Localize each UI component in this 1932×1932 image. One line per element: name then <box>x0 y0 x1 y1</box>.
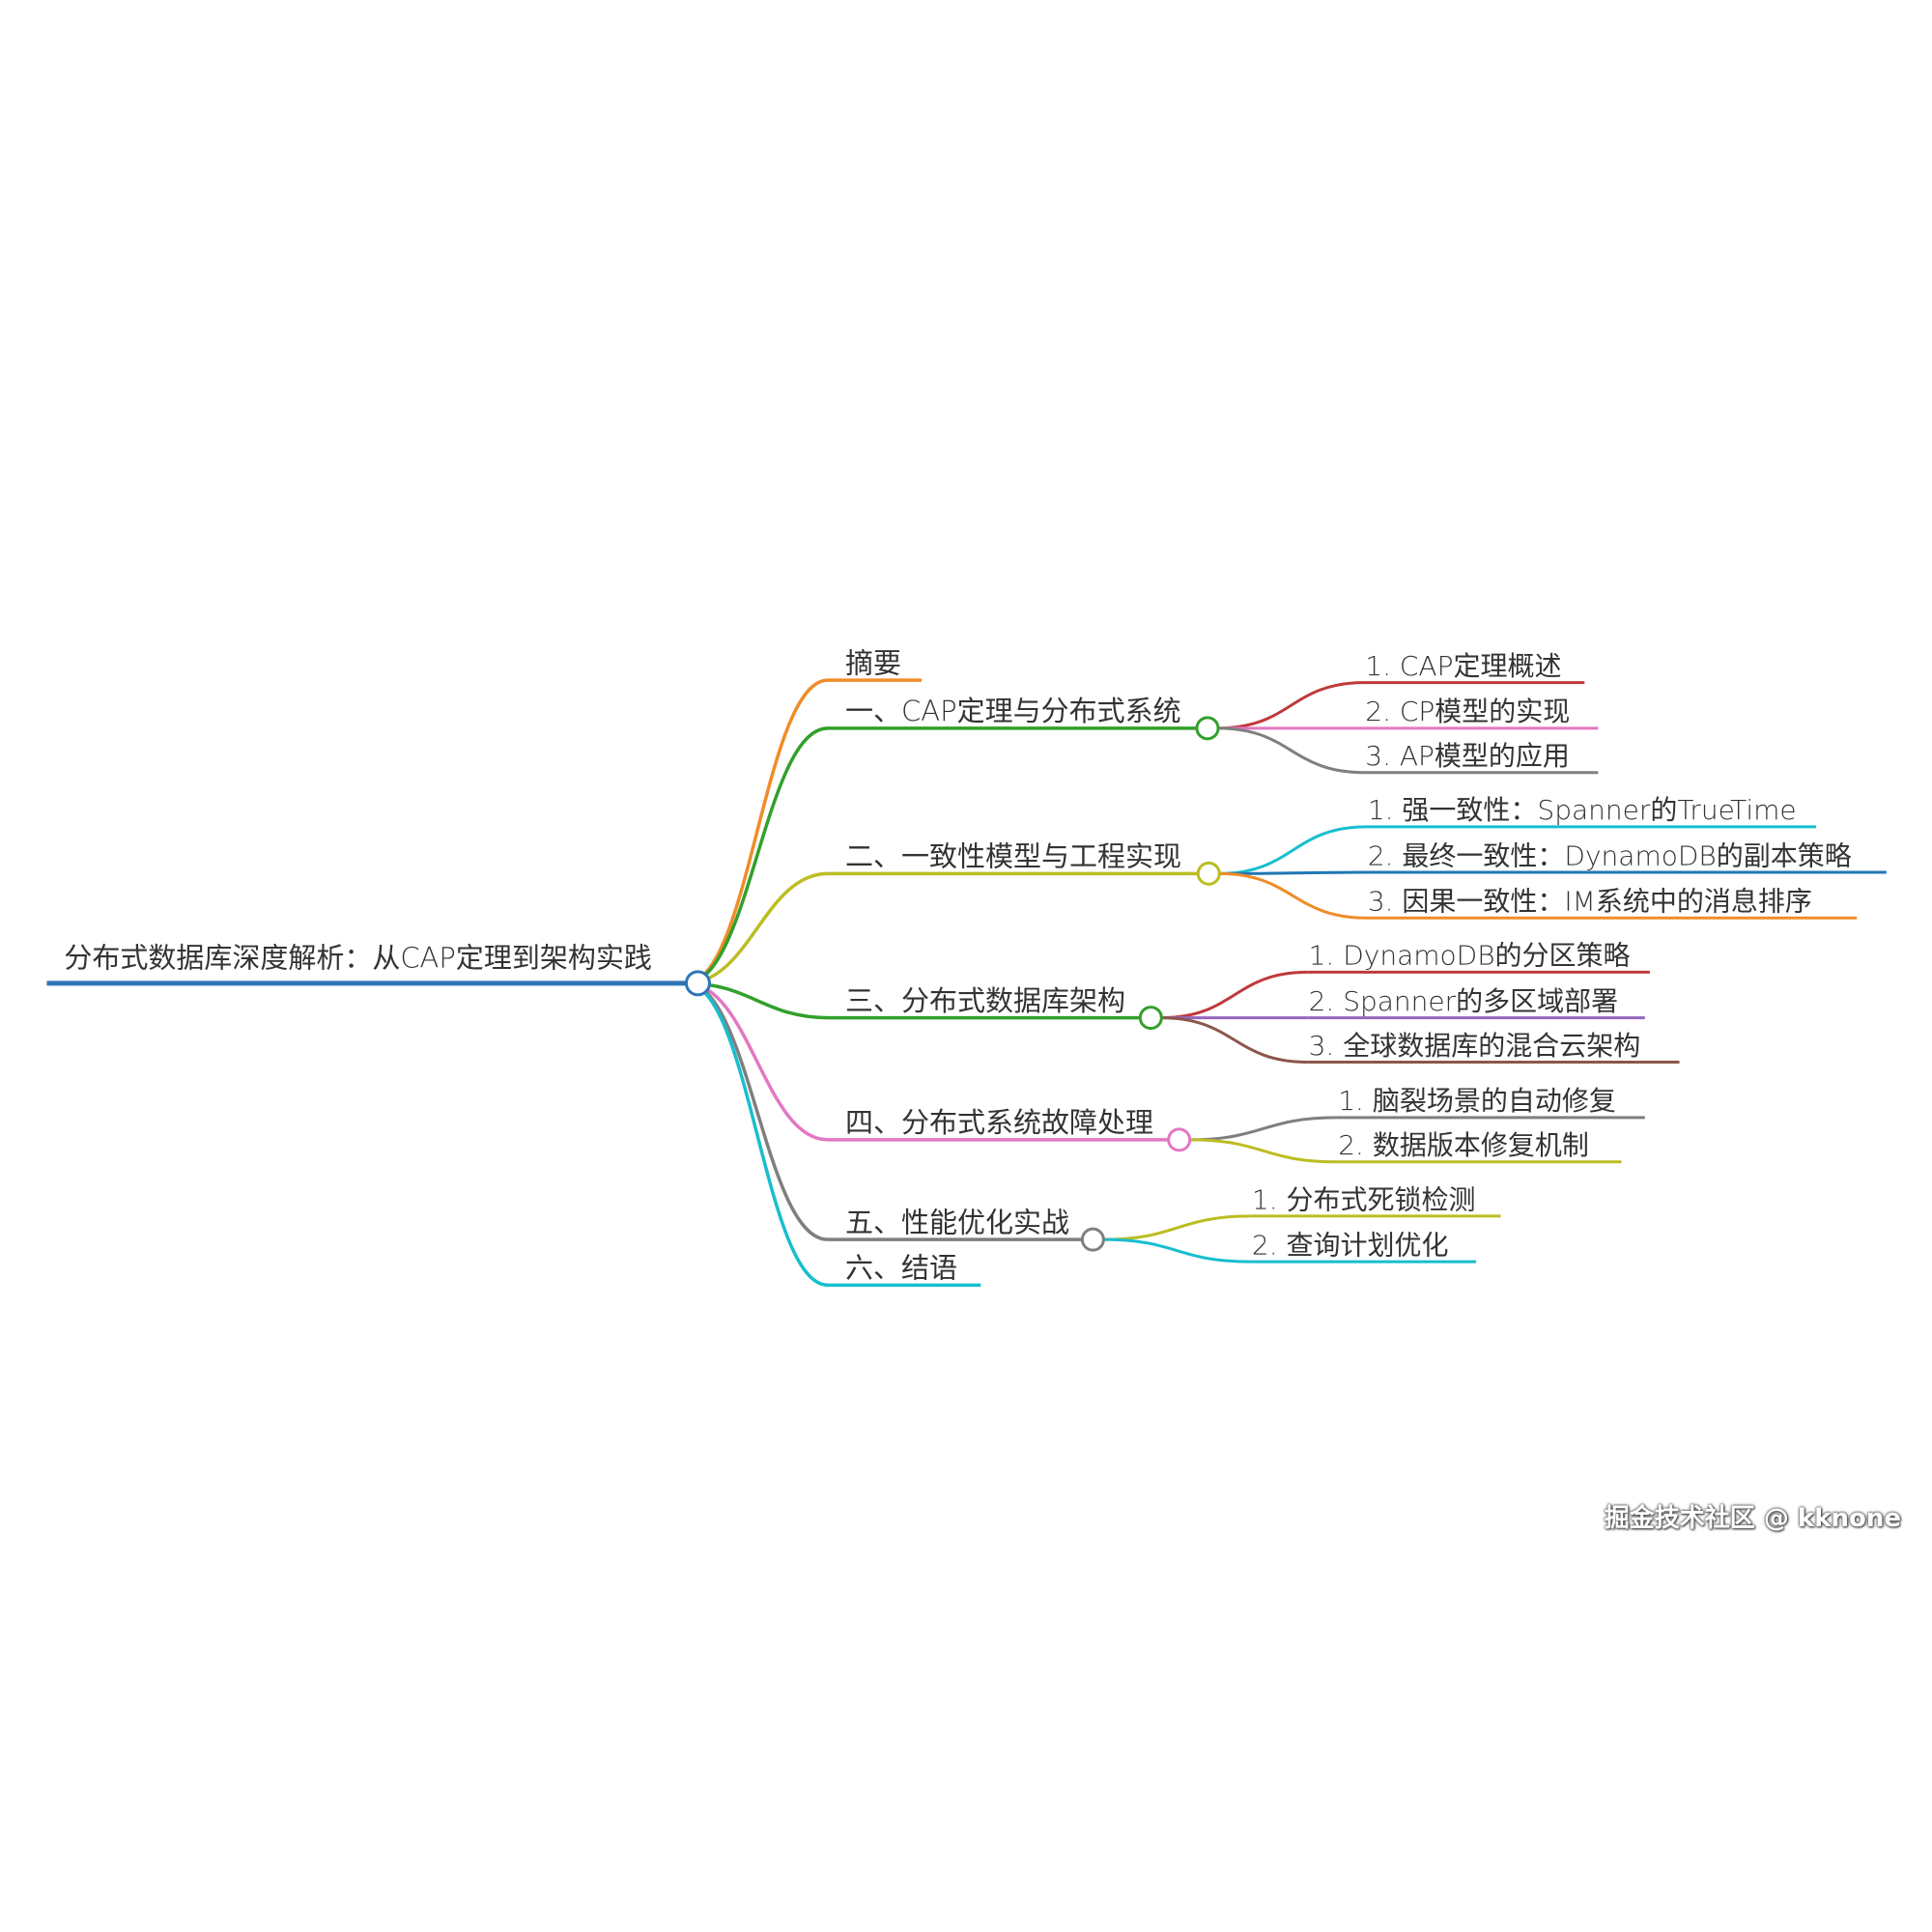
branch-1-child-1-label[interactable]: 2. CP模型的实现 <box>1365 696 1570 727</box>
branch-1-child-2-connector <box>1217 726 1364 775</box>
branch-2-child-1-label[interactable]: 2. 最终一致性：DynamoDB的副本策略 <box>1368 839 1852 871</box>
branch-2-child-1-connector <box>1219 870 1367 875</box>
branch-4-collapse-toggle[interactable] <box>1167 1127 1192 1152</box>
branch-5-child-1-connector <box>1103 1237 1251 1264</box>
branch-1-child-2-label[interactable]: 3. AP模型的应用 <box>1365 740 1570 772</box>
branch-3-child-2-connector <box>1161 1016 1308 1064</box>
branch-2-child-0-label[interactable]: 1. 强一致性：Spanner的TrueTime <box>1368 794 1797 826</box>
branch-5-label[interactable]: 五、性能优化实战 <box>845 1207 1069 1239</box>
branch-3-collapse-toggle[interactable] <box>1138 1006 1163 1031</box>
branch-0-connector <box>686 678 829 985</box>
branch-4-child-0-label[interactable]: 1. 脑裂场景的自动修复 <box>1338 1085 1616 1117</box>
root-collapse-toggle[interactable] <box>684 970 711 997</box>
branch-3-label[interactable]: 三、分布式数据库架构 <box>845 984 1125 1017</box>
mindmap-node-circles <box>684 716 1221 1252</box>
branch-2-collapse-toggle[interactable] <box>1196 861 1221 886</box>
branch-3-child-0-connector <box>1161 970 1308 1020</box>
branch-5-connector <box>686 981 829 1241</box>
branch-3-child-2-label[interactable]: 3. 全球数据库的混合云架构 <box>1309 1030 1641 1062</box>
branch-4-connector <box>686 981 829 1142</box>
branch-6-label[interactable]: 六、结语 <box>845 1252 957 1285</box>
branch-2-child-2-label[interactable]: 3. 因果一致性：IM系统中的消息排序 <box>1368 886 1812 918</box>
branch-2-connector <box>686 871 829 985</box>
branch-2-child-2-connector <box>1219 871 1367 920</box>
branch-6-connector <box>686 981 829 1288</box>
branch-5-collapse-toggle[interactable] <box>1080 1227 1105 1252</box>
branch-4-child-1-connector <box>1189 1138 1337 1164</box>
branch-1-child-0-label[interactable]: 1. CAP定理概述 <box>1365 650 1561 682</box>
branch-2-child-0-connector <box>1219 825 1367 875</box>
watermark: 掘金技术社区 @ kknone <box>1604 1504 1901 1533</box>
branch-1-collapse-toggle[interactable] <box>1195 716 1220 741</box>
mindmap-labels: 分布式数据库深度解析：从CAP定理到架构实践 摘要一、CAP定理与分布式系统 1. … <box>64 646 1851 1284</box>
branch-0-label[interactable]: 摘要 <box>845 646 901 679</box>
branch-3-child-0-label[interactable]: 1. DynamoDB的分区策略 <box>1309 940 1631 972</box>
branch-5-child-1-label[interactable]: 2. 查询计划优化 <box>1252 1229 1449 1261</box>
branch-4-label[interactable]: 四、分布式系统故障处理 <box>845 1106 1153 1139</box>
root-topic-label: 分布式数据库深度解析：从CAP定理到架构实践 <box>64 941 652 974</box>
branch-1-connector <box>686 726 829 985</box>
branch-4-child-1-label[interactable]: 2. 数据版本修复机制 <box>1338 1129 1589 1161</box>
branch-3-child-1-label[interactable]: 2. Spanner的多区域部署 <box>1309 985 1619 1017</box>
branch-1-label[interactable]: 一、CAP定理与分布式系统 <box>845 695 1181 727</box>
branch-2-label[interactable]: 二、一致性模型与工程实现 <box>845 840 1181 873</box>
branch-5-child-0-connector <box>1103 1214 1251 1241</box>
mindmap-underlines <box>46 678 1887 1288</box>
branch-4-child-0-connector <box>1189 1116 1337 1142</box>
branch-1-child-0-connector <box>1217 681 1364 730</box>
branch-5-child-0-label[interactable]: 1. 分布式死锁检测 <box>1252 1183 1476 1215</box>
